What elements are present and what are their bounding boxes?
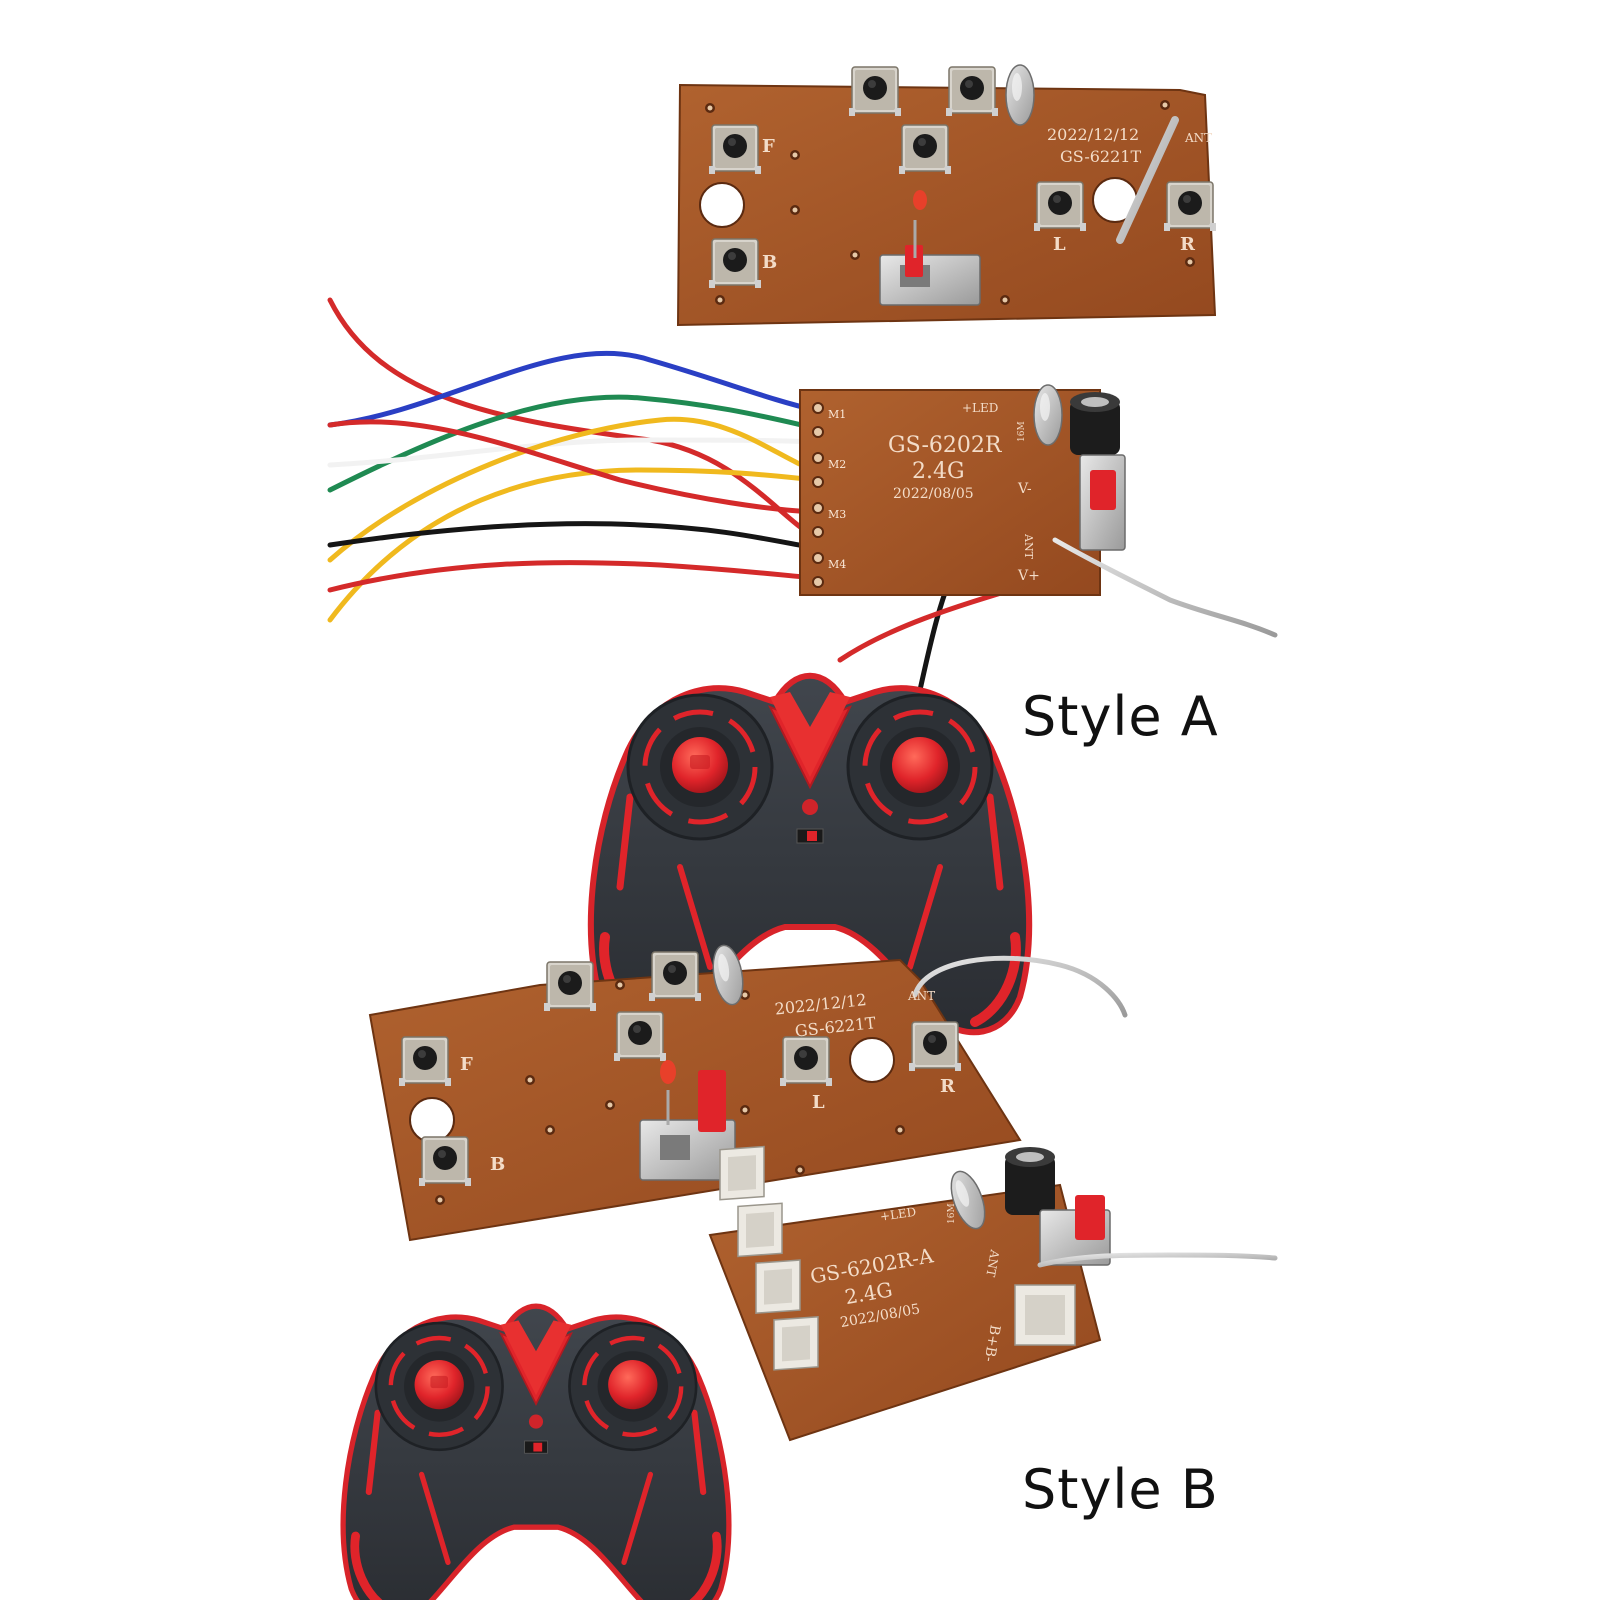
receiver-b-crystal: 16M xyxy=(947,1203,957,1224)
receiver-a-m3: M3 xyxy=(828,508,846,521)
style-a-label: Style A xyxy=(1022,685,1219,748)
transmitter-a-label-f: F xyxy=(762,136,775,157)
receiver-a-m1: M1 xyxy=(828,408,846,421)
transmitter-board-b: 2022/12/12 GS-6221T ANT F B L R xyxy=(368,942,1128,1242)
receiver-a-model: GS-6202R xyxy=(888,433,1003,458)
receiver-a-m4: M4 xyxy=(828,558,846,571)
receiver-a-led: +LED xyxy=(962,401,998,415)
style-b-label: Style B xyxy=(1022,1458,1219,1521)
transmitter-a-label-b: B xyxy=(762,252,777,273)
transmitter-b-ant: ANT xyxy=(907,989,935,1003)
transmitter-b-label-r: R xyxy=(940,1076,956,1097)
receiver-b-ant: ANT xyxy=(983,1248,1002,1278)
receiver-board-a: M1 M2 M3 M4 GS-6202R 2.4G 2022/08/05 +LE… xyxy=(799,384,1278,638)
transmitter-b-label-b: B xyxy=(490,1154,505,1175)
receiver-b-power: B+B- xyxy=(980,1324,1002,1364)
transmitter-a-label-r: R xyxy=(1180,234,1196,255)
transmitter-a-ant: ANT xyxy=(1184,131,1212,145)
receiver-a-v-plus: V+ xyxy=(1017,568,1040,584)
receiver-a-m2: M2 xyxy=(828,458,846,471)
remote-controller-b xyxy=(343,1306,729,1600)
transmitter-a-label-l: L xyxy=(1053,234,1066,255)
receiver-a-band: 2.4G xyxy=(912,459,965,484)
receiver-a-date: 2022/08/05 xyxy=(893,486,974,502)
transmitter-board-a: 2022/12/12 GS-6221T ANT F B L R xyxy=(676,64,1217,327)
motor-wires-a xyxy=(327,297,1063,693)
receiver-a-crystal: 16M xyxy=(1017,421,1027,442)
receiver-board-b: GS-6202R-A 2.4G 2022/08/05 +LED ANT B+B-… xyxy=(708,1145,1278,1442)
transmitter-a-date: 2022/12/12 xyxy=(1047,125,1139,144)
transmitter-a-model: GS-6221T xyxy=(1060,147,1141,166)
transmitter-b-label-f: F xyxy=(460,1054,473,1075)
transmitter-b-label-l: L xyxy=(812,1092,825,1113)
receiver-a-v-minus: V- xyxy=(1017,481,1032,497)
receiver-a-ant: ANT xyxy=(1022,533,1035,560)
receiver-b-led: +LED xyxy=(879,1205,917,1224)
